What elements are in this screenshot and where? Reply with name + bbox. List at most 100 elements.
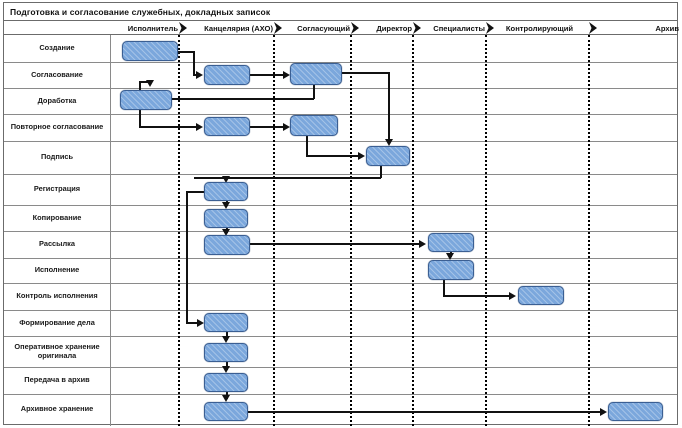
edge-sozdanie-to-soglasovanie-kanc xyxy=(178,51,194,53)
arrowhead-icon xyxy=(197,319,204,327)
edge-podpis-to-registraciya xyxy=(194,177,381,179)
row-label-operativnoe-hranenie: Оперативное хранение оригинала xyxy=(14,341,100,360)
row-label-formirovanie-dela: Формирование дела xyxy=(19,317,95,327)
node-registraciya[interactable] xyxy=(204,182,248,201)
edge-dorabotka-to-povtornoe xyxy=(139,126,197,128)
arrowhead-icon xyxy=(283,123,290,131)
row-label-soglasovanie: Согласование xyxy=(31,69,83,79)
node-rassylka-kanc[interactable] xyxy=(204,235,250,255)
row-separator xyxy=(4,174,677,175)
node-formirovanie-dela[interactable] xyxy=(204,313,248,332)
node-kontrol-ispolneniya[interactable] xyxy=(518,286,564,305)
row-label-kontrol-ispolneniya: Контроль исполнения xyxy=(16,291,98,301)
lane-header-kontroliruyushchiy: Контролирующий xyxy=(505,23,574,33)
arrowhead-icon xyxy=(358,152,365,160)
diagram-frame xyxy=(3,2,678,425)
edge-povtornoe-to-podpis xyxy=(306,136,308,156)
lane-divider-4 xyxy=(412,35,414,426)
arrowhead-icon xyxy=(600,408,607,416)
row-label-registraciya: Регистрация xyxy=(33,184,81,194)
node-povtornoe-kanc[interactable] xyxy=(204,117,250,136)
arrowhead-icon xyxy=(146,80,154,87)
row-label-kopirovanie: Копирование xyxy=(32,212,82,222)
arrowhead-icon xyxy=(222,395,230,402)
edge-rassylka-to-spec xyxy=(250,243,420,245)
lane-divider-3 xyxy=(350,35,352,426)
node-kopirovanie[interactable] xyxy=(204,209,248,228)
edge-registraciya-to-formirovanie xyxy=(186,191,188,322)
edge-registraciya-to-formirovanie xyxy=(186,322,198,324)
arrowhead-icon xyxy=(222,229,230,236)
lane-divider-1 xyxy=(178,35,180,426)
edge-soglasovanie-kanc-to-sogl xyxy=(250,74,284,76)
edge-podpis-to-registraciya xyxy=(195,177,226,179)
arrowhead-icon xyxy=(509,292,516,300)
node-soglasovanie-sogl[interactable] xyxy=(290,63,342,85)
row-label-rassylka: Рассылка xyxy=(39,239,75,249)
label-column-divider xyxy=(110,35,111,426)
row-separator xyxy=(4,62,677,63)
arrowhead-icon xyxy=(283,71,290,79)
edge-soglasovanie-to-dorabotka xyxy=(139,81,151,83)
row-label-podpis: Подпись xyxy=(40,152,74,162)
lane-divider-5 xyxy=(485,35,487,426)
node-arhivnoe-hranenie-a[interactable] xyxy=(608,402,663,421)
edge-povtornoe-kanc-to-sogl xyxy=(250,126,284,128)
row-separator xyxy=(4,231,677,232)
node-arhivnoe-hranenie-k[interactable] xyxy=(204,402,248,421)
row-separator xyxy=(4,283,677,284)
lane-header-row: Исполнитель Канцелярия (АХО) Согласующий… xyxy=(4,21,679,35)
lane-chevron-icon xyxy=(179,22,187,34)
arrowhead-icon xyxy=(446,253,454,260)
node-soglasovanie-kanc[interactable] xyxy=(204,65,250,85)
node-podpis[interactable] xyxy=(366,146,410,166)
lane-chevron-icon xyxy=(351,22,359,34)
row-label-sozdanie: Создание xyxy=(39,43,75,53)
node-rassylka-spec[interactable] xyxy=(428,233,474,252)
lane-divider-2 xyxy=(273,35,275,426)
row-label-povtornoe: Повторное согласование xyxy=(10,122,104,132)
lane-divider-6 xyxy=(588,35,590,426)
arrowhead-icon xyxy=(196,123,203,131)
arrowhead-icon xyxy=(222,366,230,373)
node-sozdanie[interactable] xyxy=(122,41,178,61)
node-dorabotka[interactable] xyxy=(120,90,172,110)
arrowhead-icon xyxy=(222,176,230,183)
arrowhead-icon xyxy=(222,202,230,209)
lane-chevron-icon xyxy=(413,22,421,34)
lane-header-specialisty: Специалисты xyxy=(433,23,485,33)
row-label-arhivnoe-hranenie: Архивное хранение xyxy=(20,404,94,414)
edge-soglasovanie-to-podpis xyxy=(342,72,389,74)
node-peredacha-v-arhiv[interactable] xyxy=(204,373,248,392)
arrowhead-icon xyxy=(196,71,203,79)
row-label-dorabotka: Доработка xyxy=(37,95,77,105)
node-povtornoe-sogl[interactable] xyxy=(290,115,338,136)
row-separator xyxy=(4,394,677,395)
row-separator xyxy=(4,367,677,368)
lane-chevron-icon xyxy=(274,22,282,34)
row-separator xyxy=(4,114,677,115)
row-label-ispolnenie: Исполнение xyxy=(34,265,80,275)
edge-sozdanie-to-soglasovanie-kanc xyxy=(193,51,195,75)
edge-sozdanie-to-soglasovanie-kanc xyxy=(193,74,197,76)
diagram-title: Подготовка и согласование служебных, док… xyxy=(4,3,677,21)
lane-header-soglasuyushchiy: Согласующий xyxy=(297,23,350,33)
edge-ispolnenie-to-kontrol xyxy=(443,280,445,296)
arrowhead-icon xyxy=(385,139,393,146)
lane-chevron-icon xyxy=(589,22,597,34)
lane-header-arhiv: Архив xyxy=(655,23,679,33)
row-separator xyxy=(4,205,677,206)
row-separator xyxy=(4,258,677,259)
edge-podpis-to-registraciya xyxy=(380,166,382,178)
lane-header-kancelyariya: Канцелярия (АХО) xyxy=(204,23,273,33)
row-separator xyxy=(4,336,677,337)
node-operativnoe-hranenie[interactable] xyxy=(204,343,248,362)
edge-registraciya-to-formirovanie xyxy=(186,191,205,193)
lane-chevron-icon xyxy=(486,22,494,34)
row-separator xyxy=(4,141,677,142)
arrowhead-icon xyxy=(419,240,426,248)
edge-povtornoe-to-podpis xyxy=(306,155,359,157)
node-ispolnenie[interactable] xyxy=(428,260,474,280)
lane-header-ispolnitel: Исполнитель xyxy=(127,23,178,33)
row-label-peredacha-v-arhiv: Передача в архив xyxy=(24,375,90,385)
